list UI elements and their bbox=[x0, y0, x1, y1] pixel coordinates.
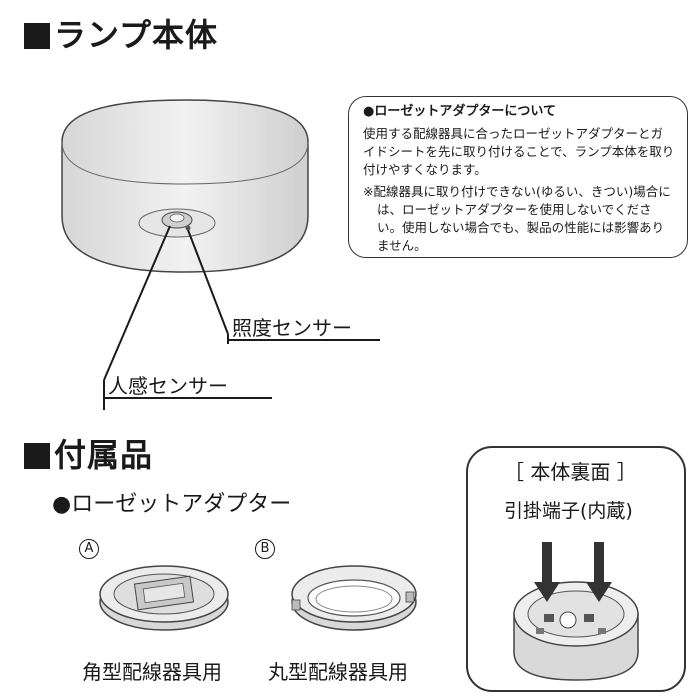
adapter-a-label: 角型配線器具用 bbox=[82, 660, 222, 684]
light-sensor-label: 照度センサー bbox=[232, 316, 352, 340]
lamp-section-title: ランプ本体 bbox=[54, 16, 219, 54]
lamp-illustration bbox=[61, 99, 309, 410]
rosette-adapter-note: ●ローゼットアダプターについて 使用する配線器具に合ったローゼットアダプターとガ… bbox=[348, 96, 688, 258]
backside-subtitle: 引掛端子(内蔵) bbox=[504, 500, 633, 522]
motion-sensor-label: 人感センサー bbox=[108, 374, 228, 398]
heading-square-icon bbox=[24, 443, 50, 469]
adapter-b-illustration bbox=[291, 565, 417, 631]
marker-b: B bbox=[255, 539, 275, 559]
adapter-b-label: 丸型配線器具用 bbox=[268, 660, 408, 684]
motion-sensor-underline bbox=[104, 397, 272, 399]
marker-a: A bbox=[79, 539, 99, 559]
backside-panel: ［ 本体裏面 ］ 引掛端子(内蔵) bbox=[466, 446, 686, 692]
adapter-heading: ●ローゼットアダプター bbox=[52, 492, 292, 517]
accessories-heading: 付属品 bbox=[24, 430, 153, 476]
note-warning: ※配線器具に取り付けできない(ゆるい、きつい)場合には、ローゼットアダプターを使… bbox=[363, 184, 671, 253]
adapter-a-illustration bbox=[99, 565, 229, 631]
backside-title: ［ 本体裏面 ］ bbox=[504, 460, 637, 484]
arrow-down-icon bbox=[586, 542, 612, 602]
backside-illustration bbox=[513, 542, 639, 681]
accessories-title: 付属品 bbox=[54, 436, 154, 474]
heading-square-icon bbox=[24, 23, 50, 49]
note-body: 使用する配線器具に合ったローゼットアダプターとガイドシートを先に取り付けることで… bbox=[363, 126, 675, 177]
note-title: ●ローゼットアダプターについて bbox=[363, 104, 556, 119]
arrow-down-icon bbox=[534, 542, 560, 602]
light-sensor-underline bbox=[228, 339, 380, 341]
lamp-section-heading: ランプ本体 bbox=[24, 10, 218, 56]
